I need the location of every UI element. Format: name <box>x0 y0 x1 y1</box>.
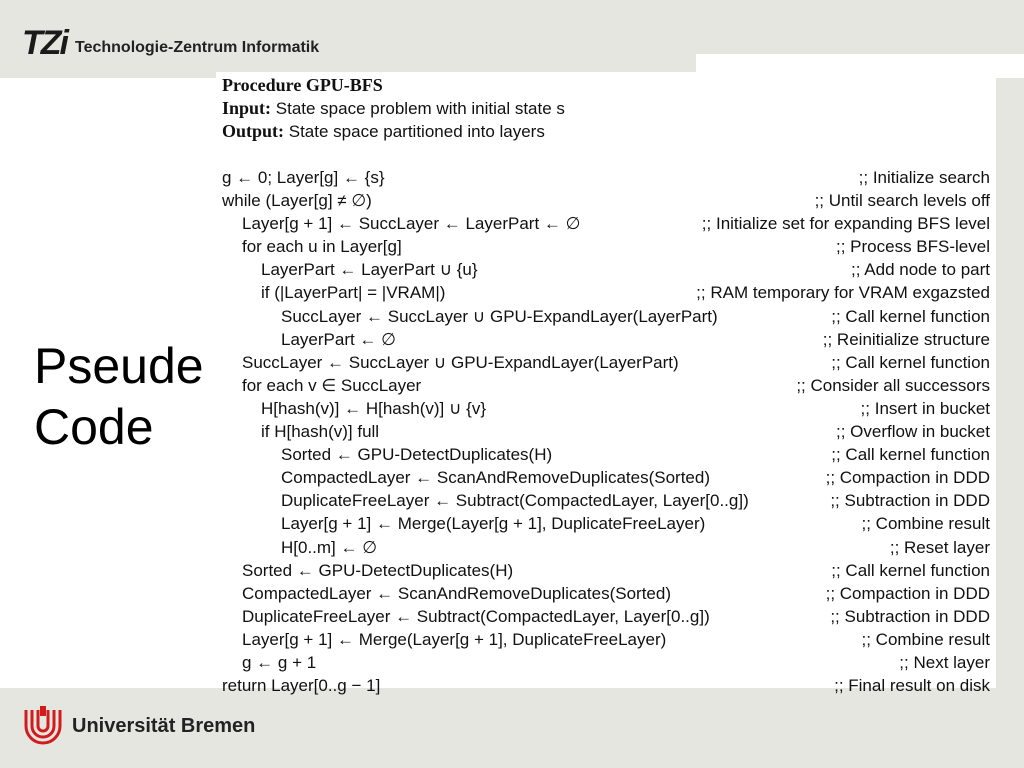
output-text: State space partitioned into layers <box>288 122 545 141</box>
procedure-input: Input: State space problem with initial … <box>222 97 992 120</box>
tzi-logo: TZi Technologie-Zentrum Informatik <box>22 26 319 60</box>
code-line: Sorted ← GPU-DetectDuplicates(H) ;; Call … <box>222 443 990 466</box>
tzi-logo-mark: TZi <box>22 24 69 62</box>
code-statement: Layer[g + 1] ← Merge(Layer[g + 1], Dupli… <box>242 629 667 649</box>
code-comment: ;; Until search levels off <box>814 191 990 211</box>
code-comment: ;; RAM temporary for VRAM exgazsted <box>696 283 990 303</box>
code-comment: ;; Subtraction in DDD <box>830 606 990 626</box>
code-statement: Sorted ← GPU-DetectDuplicates(H) <box>242 560 514 580</box>
code-line: H[0..m] ← ∅ ;; Reset layer <box>222 536 990 559</box>
output-label: Output: <box>222 121 285 141</box>
code-comment: ;; Compaction in DDD <box>825 468 990 488</box>
code-statement: for each v ∈ SuccLayer <box>242 375 422 395</box>
bremen-seal-icon <box>24 706 62 745</box>
pseudocode-panel <box>216 72 996 704</box>
code-comment: ;; Compaction in DDD <box>825 583 990 603</box>
left-panel <box>0 78 216 688</box>
procedure-header: Procedure GPU-BFS Input: State space pro… <box>222 74 992 143</box>
slide-title: Pseude Code <box>34 336 224 458</box>
code-statement: CompactedLayer ← ScanAndRemoveDuplicates… <box>242 583 671 603</box>
code-comment: ;; Call kernel function <box>831 560 990 580</box>
code-line: LayerPart ← LayerPart ∪ {u} ;; Add node t… <box>222 258 990 281</box>
code-line: g ← 0; Layer[g] ← {s} ;; Initialize searc… <box>222 166 990 189</box>
code-line: if H[hash(v)] full ;; Overflow in bucket <box>222 420 990 443</box>
footer-band <box>0 688 1024 768</box>
university-name: Universität Bremen <box>72 714 256 737</box>
code-statement: return Layer[0..g − 1] <box>222 676 381 696</box>
code-comment: ;; Reset layer <box>889 537 990 557</box>
code-statement: DuplicateFreeLayer ← Subtract(CompactedL… <box>281 491 749 511</box>
code-statement: if H[hash(v)] full <box>261 422 380 442</box>
code-comment: ;; Overflow in bucket <box>835 422 990 442</box>
code-line: Layer[g + 1] ← Merge(Layer[g + 1], Dupli… <box>222 628 990 651</box>
code-statement: Sorted ← GPU-DetectDuplicates(H) <box>281 445 553 465</box>
code-line: CompactedLayer ← ScanAndRemoveDuplicates… <box>222 466 990 489</box>
code-statement: Layer[g + 1] ← Merge(Layer[g + 1], Dupli… <box>281 514 706 534</box>
code-statement: LayerPart ← ∅ <box>281 329 396 349</box>
code-line: Layer[g + 1] ← SuccLayer ← LayerPart ← ∅… <box>222 212 990 235</box>
code-statement: DuplicateFreeLayer ← Subtract(CompactedL… <box>242 606 710 626</box>
code-comment: ;; Final result on disk <box>834 676 990 696</box>
code-line: CompactedLayer ← ScanAndRemoveDuplicates… <box>222 582 990 605</box>
code-comment: ;; Initialize set for expanding BFS leve… <box>701 214 990 234</box>
procedure-name: Procedure GPU-BFS <box>222 74 992 97</box>
code-comment: ;; Combine result <box>861 514 991 534</box>
code-statement: Layer[g + 1] ← SuccLayer ← LayerPart ← ∅ <box>242 214 581 234</box>
pseudocode-lines: g ← 0; Layer[g] ← {s} ;; Initialize searc… <box>222 166 990 697</box>
code-comment: ;; Call kernel function <box>831 445 990 465</box>
code-statement: g ← g + 1 <box>242 652 317 672</box>
procedure-name-label: Procedure GPU-BFS <box>222 75 383 95</box>
code-comment: ;; Combine result <box>861 629 991 649</box>
code-comment: ;; Process BFS-level <box>836 237 990 257</box>
code-line: if (|LayerPart| = |VRAM|) ;; RAM temporar… <box>222 281 990 304</box>
code-comment: ;; Call kernel function <box>831 306 990 326</box>
code-comment: ;; Insert in bucket <box>860 398 990 418</box>
code-comment: ;; Reinitialize structure <box>822 329 990 349</box>
procedure-output: Output: State space partitioned into lay… <box>222 120 992 143</box>
code-statement: for each u in Layer[g] <box>242 237 402 257</box>
code-line: return Layer[0..g − 1] ;; Final result on… <box>222 674 990 697</box>
code-line: SuccLayer ← SuccLayer ∪ GPU-ExpandLayer(… <box>222 305 990 328</box>
code-line: Layer[g + 1] ← Merge(Layer[g + 1], Dupli… <box>222 512 990 535</box>
code-comment: ;; Subtraction in DDD <box>830 491 990 511</box>
code-line: H[hash(v)] ← H[hash(v)] ∪ {v} ;; Insert i… <box>222 397 990 420</box>
code-line: DuplicateFreeLayer ← Subtract(CompactedL… <box>222 489 990 512</box>
code-line: g ← g + 1 ;; Next layer <box>222 651 990 674</box>
code-line: while (Layer[g] ≠ ∅) ;; Until search leve… <box>222 189 990 212</box>
code-statement: CompactedLayer ← ScanAndRemoveDuplicates… <box>281 468 710 488</box>
code-line: for each v ∈ SuccLayer ;; Consider all su… <box>222 374 990 397</box>
code-statement: SuccLayer ← SuccLayer ∪ GPU-ExpandLayer(… <box>242 352 679 372</box>
code-line: DuplicateFreeLayer ← Subtract(CompactedL… <box>222 605 990 628</box>
university-logo: Universität Bremen <box>22 704 255 748</box>
code-statement: g ← 0; Layer[g] ← {s} <box>222 168 385 187</box>
code-line: Sorted ← GPU-DetectDuplicates(H) ;; Call … <box>222 559 990 582</box>
code-comment: ;; Add node to part <box>851 260 990 280</box>
code-comment: ;; Call kernel function <box>831 352 990 372</box>
code-statement: while (Layer[g] ≠ ∅) <box>222 191 372 211</box>
code-line: SuccLayer ← SuccLayer ∪ GPU-ExpandLayer(… <box>222 351 990 374</box>
code-statement: H[0..m] ← ∅ <box>281 537 378 557</box>
code-line: LayerPart ← ∅ ;; Reinitialize structure <box>222 328 990 351</box>
slide-title-line-1: Pseude <box>34 338 204 394</box>
code-comment: ;; Consider all successors <box>796 375 990 395</box>
input-label: Input: <box>222 98 272 118</box>
input-text: State space problem with initial state s <box>275 99 565 118</box>
code-statement: SuccLayer ← SuccLayer ∪ GPU-ExpandLayer(… <box>281 306 718 326</box>
institute-name: Technologie-Zentrum Informatik <box>74 39 320 56</box>
code-statement: LayerPart ← LayerPart ∪ {u} <box>261 260 478 280</box>
code-statement: if (|LayerPart| = |VRAM|) <box>261 283 446 303</box>
code-comment: ;; Initialize search <box>858 168 990 187</box>
slide-title-line-2: Code <box>34 399 154 455</box>
code-statement: H[hash(v)] ← H[hash(v)] ∪ {v} <box>261 398 487 418</box>
code-comment: ;; Next layer <box>899 652 990 672</box>
code-line: for each u in Layer[g] ;; Process BFS-lev… <box>222 235 990 258</box>
